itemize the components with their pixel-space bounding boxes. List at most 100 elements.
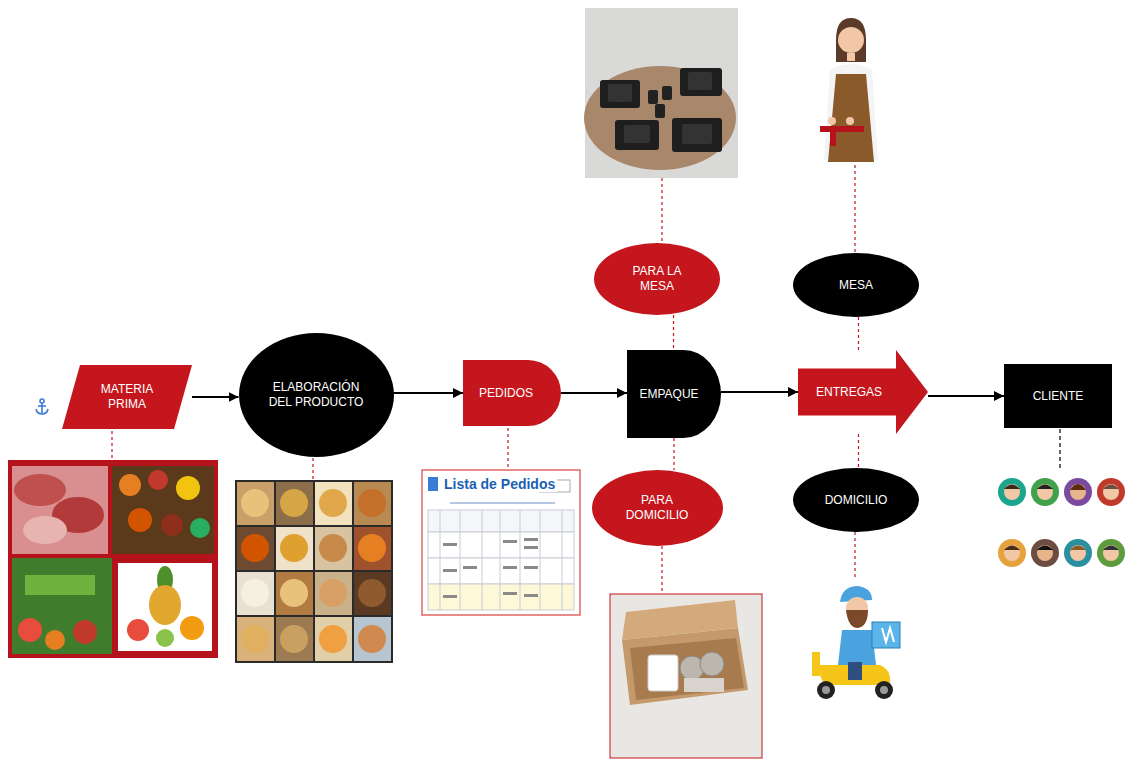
input-parallelogram: MATERIA PRIMA: [62, 365, 192, 429]
node-label: ENTREGAS: [816, 385, 882, 400]
node-label: PEDIDOS: [479, 386, 533, 401]
option-ellipse: PARA LA MESA: [594, 243, 720, 315]
dishes-photo: [241, 489, 269, 517]
tableware-photo: [615, 120, 659, 150]
customer-avatars: [1031, 539, 1059, 567]
raw-material-photo: [156, 629, 174, 647]
raw-material-photo: [73, 620, 97, 644]
takeaway-box-photo: [700, 652, 724, 676]
raw-material-photo: [8, 460, 218, 658]
waitress-icon: [820, 18, 878, 162]
order-list-screenshot: [524, 594, 538, 597]
dishes-photo: [237, 572, 274, 615]
waitress-icon: [830, 132, 836, 146]
order-list-screenshot: [524, 546, 538, 549]
order-list-screenshot: [428, 477, 438, 491]
delivery-scooter-icon: [822, 686, 830, 694]
raw-material-photo: [112, 466, 214, 554]
takeaway-box-photo: [610, 594, 762, 758]
flow-arrow: [721, 391, 798, 393]
node-label: MATERIA PRIMA: [88, 382, 166, 412]
order-list-screenshot: [540, 510, 541, 610]
raw-material-photo: [8, 460, 218, 658]
order-list-screenshot: [440, 510, 562, 610]
waitress-icon: [838, 27, 864, 53]
dishes-photo: [241, 534, 269, 562]
order-list-screenshot: [562, 510, 563, 610]
dashed-connector: [673, 315, 674, 350]
customer-avatars: [1004, 484, 1020, 500]
dishes-photo: [319, 489, 347, 517]
node-label: DOMICILIO: [825, 493, 888, 508]
dishes-photo: [241, 579, 269, 607]
tableware-photo: [584, 66, 736, 170]
order-list-screenshot: [428, 558, 574, 584]
order-list-screenshot: [428, 510, 574, 532]
option-ellipse: PARA DOMICILIO: [592, 470, 723, 546]
waitress-icon: [847, 53, 855, 61]
dishes-photo: [315, 527, 352, 570]
anchor-symbol: [41, 403, 43, 413]
raw-material-photo: [190, 518, 210, 538]
order-list-screenshot: [500, 510, 501, 610]
raw-material-photo: [119, 474, 141, 496]
dishes-photo: [280, 489, 308, 517]
customer-avatars: [1031, 478, 1059, 506]
order-list-screenshot: [524, 538, 538, 541]
tableware-photo: [688, 72, 712, 90]
order-list-screenshot: [443, 569, 457, 572]
dashed-connector: [673, 438, 674, 470]
tableware-photo: [655, 104, 665, 118]
dishes-photo: [354, 572, 391, 615]
takeaway-box-photo: [610, 594, 762, 758]
terminal-box: CLIENTE: [1004, 364, 1112, 428]
leader-line: [507, 428, 508, 470]
raw-material-photo: [180, 616, 204, 640]
customer-avatars: [1070, 546, 1086, 551]
delay-shape-outline: [463, 360, 561, 426]
customer-avatars: [1097, 478, 1125, 506]
customer-avatars: [1004, 485, 1020, 490]
raw-material-photo: [161, 514, 183, 536]
anchor-symbol: [36, 399, 48, 414]
order-list-screenshot: [443, 595, 457, 598]
delay-shape: EMPAQUE: [627, 350, 721, 438]
customer-avatars: [1103, 485, 1119, 490]
customer-avatars: [998, 478, 1026, 506]
takeaway-box-photo: [630, 638, 744, 700]
customer-avatars: [1004, 546, 1020, 551]
tableware-photo: [600, 80, 640, 108]
dishes-photo: [319, 625, 347, 653]
process-ellipse: ELABORACIÓN DEL PRODUCTO: [239, 333, 394, 457]
delivery-scooter-icon: [872, 622, 900, 648]
raw-material-photo: [149, 585, 181, 625]
raw-material-photo: [148, 470, 168, 490]
order-list-screenshot: [422, 470, 580, 615]
anchor-symbol: [40, 399, 44, 403]
delay-shape: PEDIDOS: [463, 360, 561, 426]
node-label: MESA: [839, 278, 873, 293]
node-label: ELABORACIÓN DEL PRODUCTO: [268, 380, 364, 410]
raw-material-photo: [14, 474, 66, 506]
waitress-icon: [828, 117, 836, 125]
waitress-icon: [836, 18, 866, 62]
process-ellipse-outline: [239, 333, 394, 457]
flow-arrow: [192, 396, 239, 398]
option-ellipse-outline: [793, 253, 919, 317]
customer-avatars: [1037, 545, 1053, 561]
delivery-scooter-icon: [846, 610, 868, 628]
tableware-photo: [584, 8, 738, 178]
leader-line: [854, 532, 855, 580]
flow-arrow: [928, 395, 1004, 397]
takeaway-box-photo: [684, 678, 724, 692]
order-list-screenshot: [503, 592, 517, 595]
dishes-photo: [358, 534, 386, 562]
delivery-scooter-icon: [848, 662, 862, 680]
customer-avatars: [1070, 484, 1086, 490]
dishes-photo: [280, 625, 308, 653]
anchor-symbol: [36, 409, 48, 414]
order-list-screenshot: [520, 510, 521, 610]
tableware-photo: [608, 84, 632, 102]
leader-line: [112, 165, 855, 594]
